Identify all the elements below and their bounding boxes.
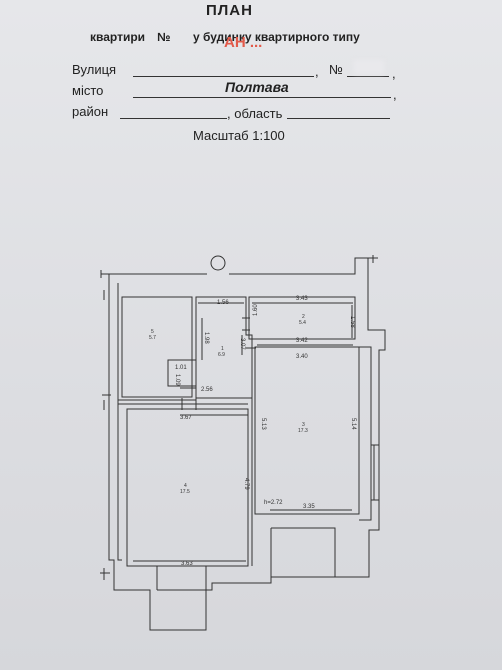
dim-label: 3.07 xyxy=(239,338,245,350)
dim-label: 3.43 xyxy=(296,296,308,302)
agency-watermark: АН ... xyxy=(224,34,263,51)
room-number: 4 xyxy=(184,483,187,489)
dim-label: 2.56 xyxy=(201,387,213,393)
dim-label: 1.58 xyxy=(349,316,355,328)
dim-label: 1.01 xyxy=(175,365,187,371)
dim-label: 5.13 xyxy=(260,418,266,430)
riser-circle xyxy=(210,255,226,271)
apartment-label: квартири xyxy=(90,30,146,44)
redacted-number xyxy=(354,60,384,74)
dim-label: 5.14 xyxy=(350,418,356,430)
city-comma: , xyxy=(393,87,397,102)
region-line xyxy=(287,118,390,119)
room-area: 17.5 xyxy=(180,489,190,495)
dim-label: 4.79 xyxy=(243,478,249,490)
room-area: 6.9 xyxy=(218,352,225,358)
dim-label: 3.63 xyxy=(181,561,193,567)
dim-label: 3.40 xyxy=(296,354,308,360)
street-label: Вулиця xyxy=(72,62,117,77)
street-comma: , xyxy=(315,64,319,79)
room-area: 5.7 xyxy=(149,335,156,341)
room-number: 5 xyxy=(151,329,154,335)
city-value: Полтава xyxy=(225,79,289,95)
building-type-label: у будинку квартирного типу xyxy=(193,30,360,44)
house-number-label: № xyxy=(329,62,343,77)
house-number-line xyxy=(347,76,389,77)
apartment-number-label: № xyxy=(157,30,171,44)
dim-label: 3.35 xyxy=(303,504,315,510)
dim-label: 1.56 xyxy=(217,300,229,306)
room-number: 2 xyxy=(302,314,305,320)
room-number: 3 xyxy=(302,422,305,428)
room-area: 5.4 xyxy=(299,320,306,326)
room-area: 17.3 xyxy=(298,428,308,434)
dim-label: 1.09 xyxy=(174,374,180,386)
dim-label: 1.60 xyxy=(253,304,259,316)
dim-label: 1.98 xyxy=(203,332,209,344)
dim-label: 3.42 xyxy=(296,338,308,344)
house-number-comma: , xyxy=(392,66,396,81)
region-label: , область xyxy=(227,106,283,121)
document-title: ПЛАН xyxy=(206,2,253,19)
street-line xyxy=(133,76,314,77)
city-label: місто xyxy=(72,83,104,98)
dim-label: h=2.72 xyxy=(264,500,283,506)
dim-label: 3.67 xyxy=(180,415,192,421)
room-number: 1 xyxy=(221,346,224,352)
city-line xyxy=(133,97,391,98)
scale-label: Масштаб 1:100 xyxy=(193,128,285,143)
district-label: район xyxy=(72,104,109,119)
district-line xyxy=(120,118,227,119)
